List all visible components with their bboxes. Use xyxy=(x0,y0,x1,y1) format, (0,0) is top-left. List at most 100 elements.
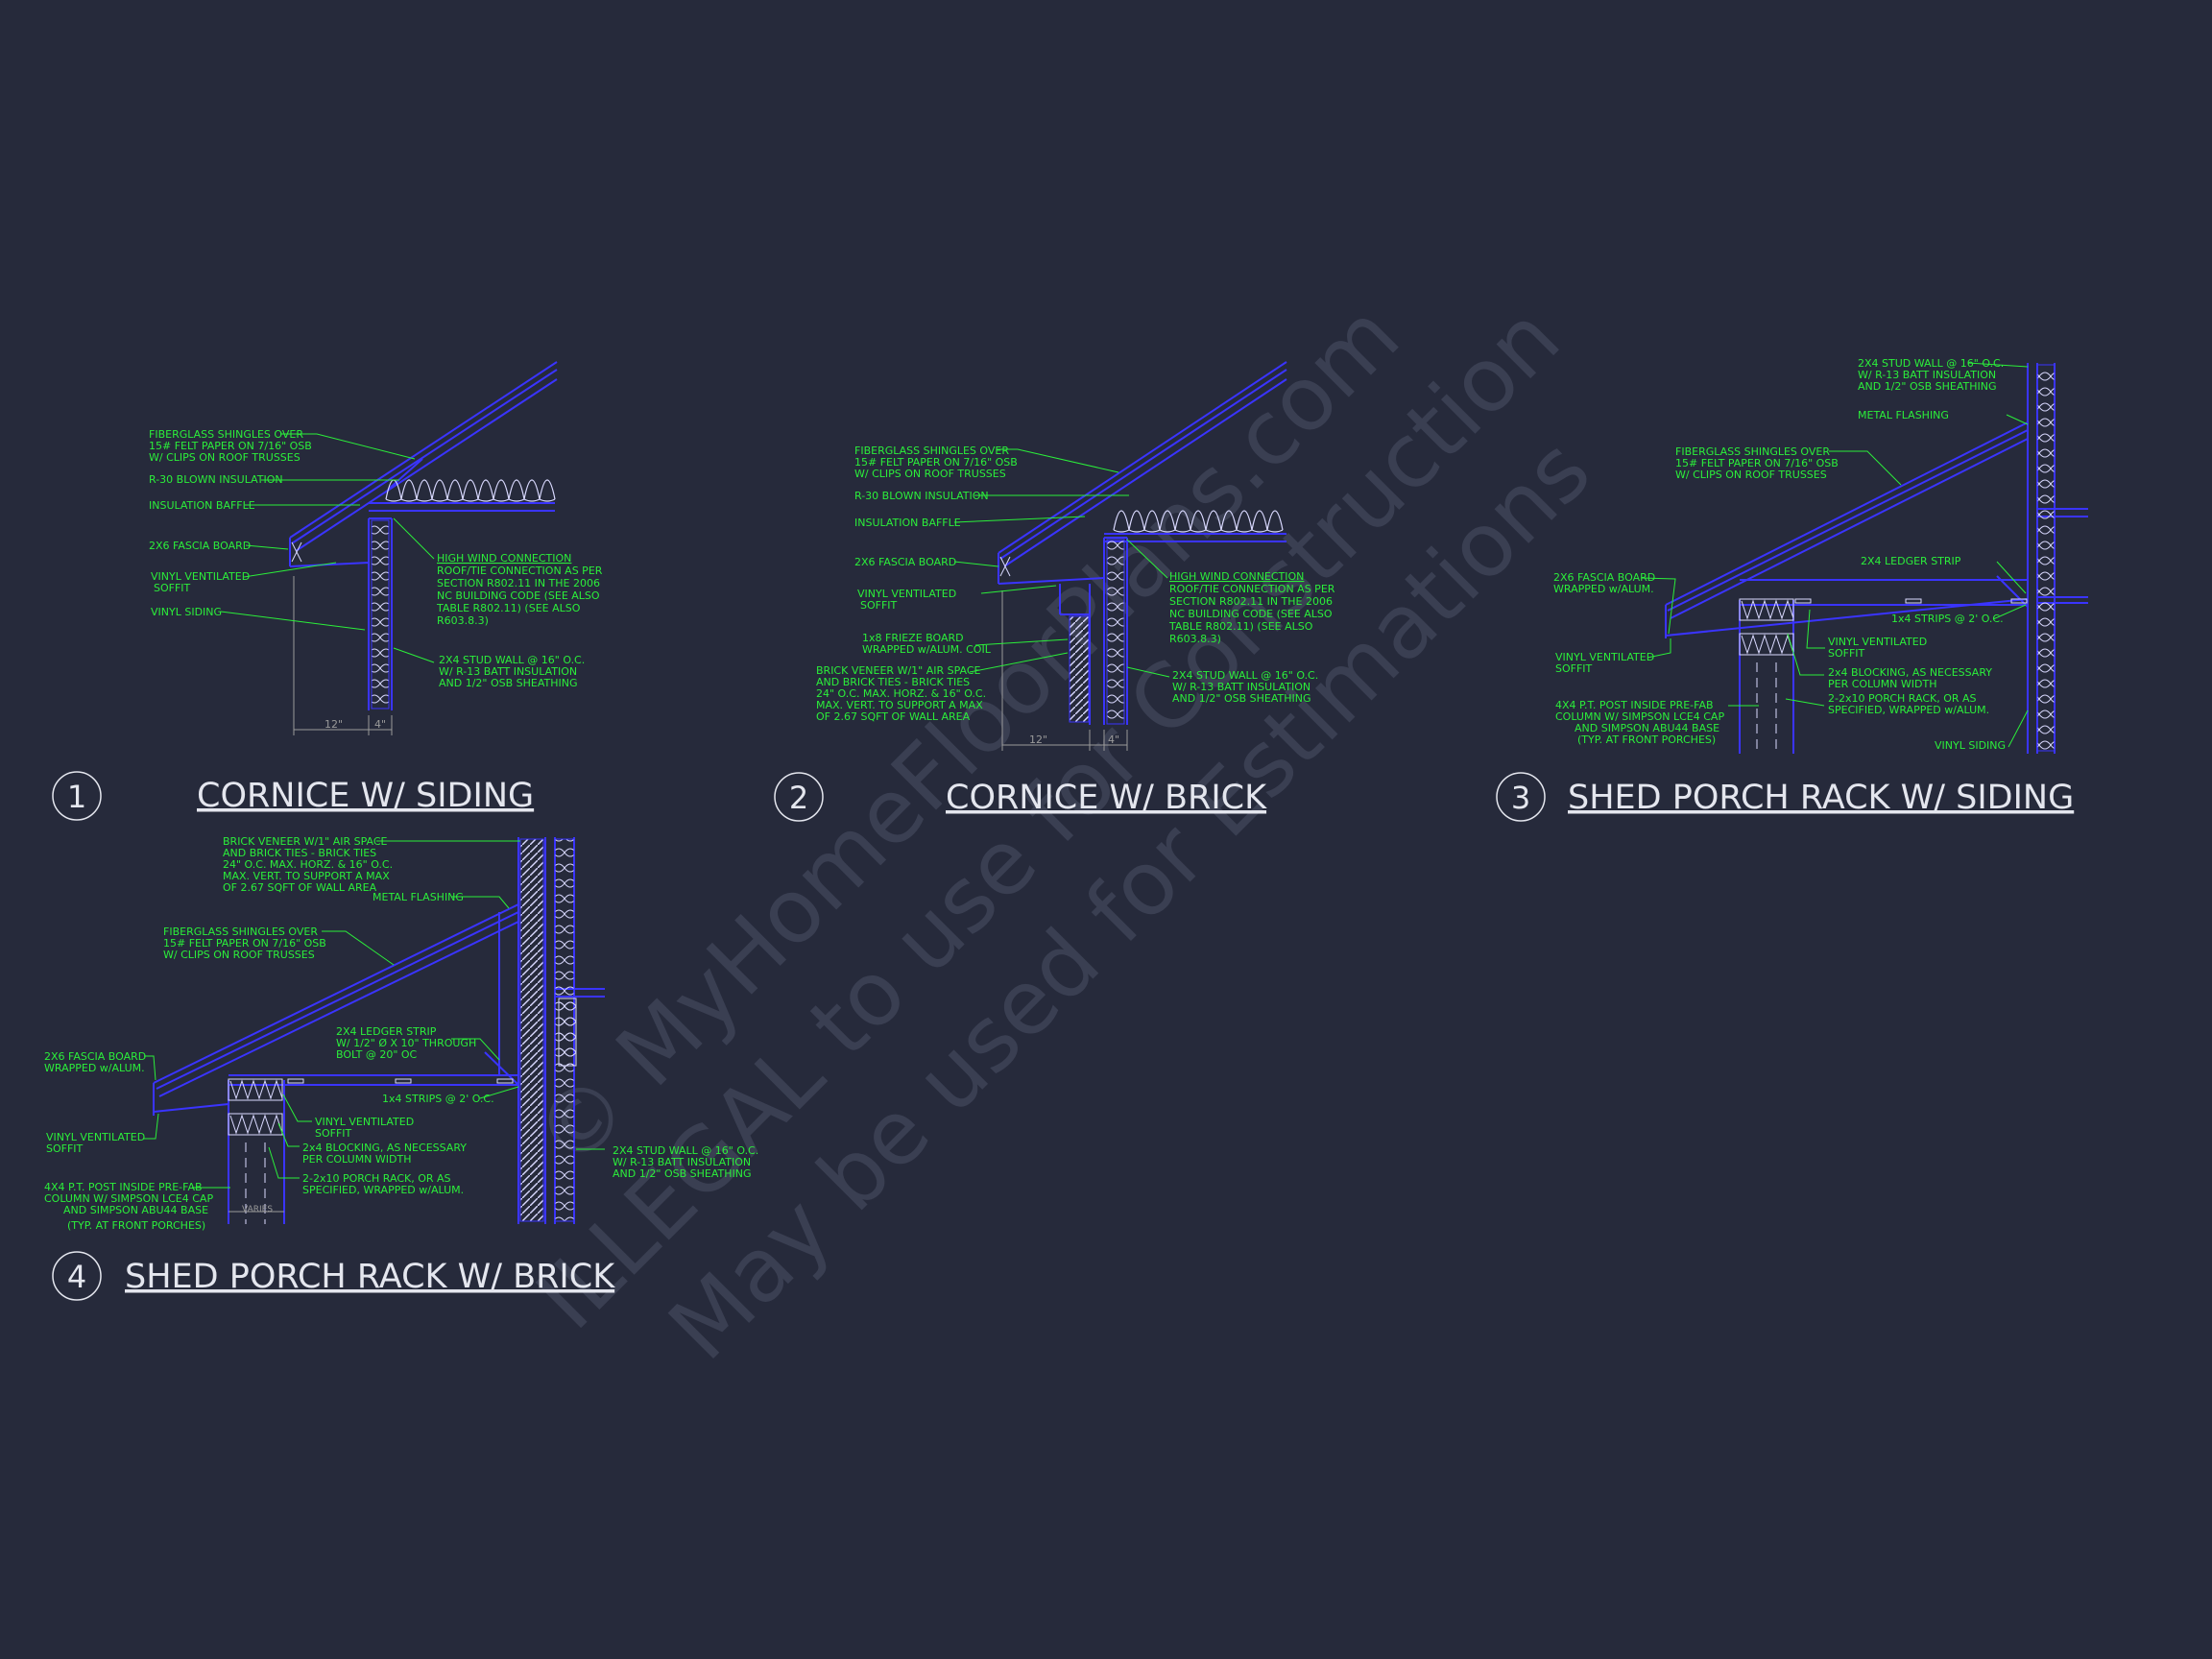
detail-4-title: SHED PORCH RACK W/ BRICK xyxy=(125,1258,615,1296)
detail-3-note-rack-1: 2-2x10 PORCH RACK, OR AS xyxy=(1828,692,1977,705)
detail-4-note-ledger-1: 2X4 LEDGER STRIP xyxy=(336,1025,437,1038)
detail-3-shed-porch-siding: 2X4 STUD WALL @ 16" O.C. W/ R-13 BATT IN… xyxy=(1496,357,2088,822)
detail-3-note-stud-1: 2X4 STUD WALL @ 16" O.C. xyxy=(1858,357,2004,370)
detail-3-note-stud-2: W/ R-13 BATT INSULATION xyxy=(1858,369,1996,381)
detail-2-note-shingles-3: W/ CLIPS ON ROOF TRUSSES xyxy=(854,468,1006,480)
detail-2-brick-veneer xyxy=(1069,615,1090,723)
detail-4-note-stud-1: 2X4 STUD WALL @ 16" O.C. xyxy=(613,1144,758,1157)
detail-3-note-soffit-left-1: VINYL VENTILATED xyxy=(1555,651,1654,663)
detail-4-note-brick-5: OF 2.67 SQFT OF WALL AREA xyxy=(223,881,377,894)
detail-2-note-baffle: INSULATION BAFFLE xyxy=(854,517,961,529)
detail-4-varies: VARIES xyxy=(242,1205,273,1214)
detail-3-note-post-1: 4X4 P.T. POST INSIDE PRE-FAB xyxy=(1555,699,1714,711)
detail-3-wall-studs xyxy=(2036,364,2056,752)
detail-2-wall-studs xyxy=(1106,539,1125,725)
detail-3-note-shingles-3: W/ CLIPS ON ROOF TRUSSES xyxy=(1675,469,1827,481)
detail-4-note-flashing: METAL FLASHING xyxy=(373,891,464,903)
detail-2-note-wind-4: NC BUILDING CODE (SEE ALSO xyxy=(1169,608,1333,620)
detail-1-note-siding: VINYL SIDING xyxy=(151,606,222,618)
detail-4-note-blocking-2: PER COLUMN WIDTH xyxy=(302,1153,412,1166)
detail-1-number-bubble xyxy=(52,771,102,821)
detail-4-strip-dashes xyxy=(287,1078,514,1084)
detail-4-note-post-1: 4X4 P.T. POST INSIDE PRE-FAB xyxy=(44,1181,203,1193)
detail-4-note-brick-4: MAX. VERT. TO SUPPORT A MAX xyxy=(223,870,390,882)
detail-2-note-brick-1: BRICK VENEER W/1" AIR SPACE xyxy=(816,664,981,677)
detail-4-brick-veneer xyxy=(519,838,544,1222)
detail-1-note-wind-5: TABLE R802.11) (SEE ALSO xyxy=(436,602,581,614)
detail-2-cornice-brick: 12" 4" FIBERGLASS SHINGLES OVER 15# FELT… xyxy=(774,361,1335,822)
detail-1-note-wind-2: ROOF/TIE CONNECTION AS PER xyxy=(437,565,603,577)
detail-1-ceiling-insulation xyxy=(385,479,556,502)
detail-3-number: 3 xyxy=(1511,780,1530,816)
detail-4-rack-blocks xyxy=(228,1078,283,1224)
detail-4-note-rack-1: 2-2x10 PORCH RACK, OR AS xyxy=(302,1172,451,1185)
detail-2-note-fascia: 2X6 FASCIA BOARD xyxy=(854,556,956,568)
detail-2-note-brick-4: MAX. VERT. TO SUPPORT A MAX xyxy=(816,699,983,711)
detail-1-note-wind-1: HIGH WIND CONNECTION xyxy=(437,552,571,565)
detail-3-note-fascia-1: 2X6 FASCIA BOARD xyxy=(1553,571,1655,584)
detail-4-note-soffit-right-1: VINYL VENTILATED xyxy=(315,1116,414,1128)
detail-1-note-stud-3: AND 1/2" OSB SHEATHING xyxy=(439,677,578,689)
detail-1-note-insulation: R-30 BLOWN INSULATION xyxy=(149,473,283,486)
detail-2-note-wind-2: ROOF/TIE CONNECTION AS PER xyxy=(1169,583,1335,595)
detail-2-note-wind-5: TABLE R802.11) (SEE ALSO xyxy=(1168,620,1313,633)
detail-1-note-shingles-2: 15# FELT PAPER ON 7/16" OSB xyxy=(149,440,312,452)
detail-3-note-blocking-2: PER COLUMN WIDTH xyxy=(1828,678,1937,690)
detail-4-note-shingles-3: W/ CLIPS ON ROOF TRUSSES xyxy=(163,949,315,961)
detail-4-leaders xyxy=(144,840,605,1189)
detail-2-note-frieze-2: WRAPPED w/ALUM. COIL xyxy=(862,643,992,656)
detail-3-note-siding: VINYL SIDING xyxy=(1935,739,2006,752)
detail-1-note-stud-1: 2X4 STUD WALL @ 16" O.C. xyxy=(439,654,585,666)
detail-2-note-shingles-2: 15# FELT PAPER ON 7/16" OSB xyxy=(854,456,1018,469)
detail-3-note-shingles-1: FIBERGLASS SHINGLES OVER xyxy=(1675,445,1830,458)
detail-4-note-soffit-right-2: SOFFIT xyxy=(315,1127,352,1140)
detail-2-note-stud-1: 2X4 STUD WALL @ 16" O.C. xyxy=(1172,669,1318,682)
detail-4-note-strips: 1x4 STRIPS @ 2' O.C. xyxy=(382,1093,494,1105)
detail-3-title: SHED PORCH RACK W/ SIDING xyxy=(1568,779,2074,817)
detail-4-note-fascia-2: WRAPPED w/ALUM. xyxy=(44,1062,145,1074)
detail-4-note-brick-1: BRICK VENEER W/1" AIR SPACE xyxy=(223,835,388,848)
watermark-line-2: ILLEGAL to use for Construction xyxy=(517,287,1579,1349)
detail-4-note-ledger-2: W/ 1/2" Ø X 10" THROUGH xyxy=(336,1037,476,1049)
detail-4-shed-porch-brick: VARIES BRICK VENEER W/1" AIR SPACE AND B… xyxy=(44,835,758,1301)
detail-2-ceiling-insulation xyxy=(1113,510,1284,533)
detail-3-note-flashing: METAL FLASHING xyxy=(1858,409,1949,421)
detail-3-note-post-3: AND SIMPSON ABU44 BASE xyxy=(1575,722,1719,734)
detail-3-note-post-2: COLUMN W/ SIMPSON LCE4 CAP xyxy=(1555,710,1724,723)
detail-3-note-soffit-left-2: SOFFIT xyxy=(1555,662,1593,675)
detail-2-note-brick-5: OF 2.67 SQFT OF WALL AREA xyxy=(816,710,971,723)
detail-1-note-shingles-3: W/ CLIPS ON ROOF TRUSSES xyxy=(149,451,301,464)
detail-2-linework xyxy=(998,361,1287,725)
detail-1-note-wind-3: SECTION R802.11 IN THE 2006 xyxy=(437,577,600,589)
detail-4-note-soffit-left-2: SOFFIT xyxy=(46,1142,84,1155)
detail-3-leaders xyxy=(1641,362,2029,748)
detail-2-dim-12: 12" xyxy=(1029,733,1047,746)
detail-3-linework xyxy=(1665,363,2088,754)
detail-3-note-post-4: (TYP. AT FRONT PORCHES) xyxy=(1577,733,1716,746)
detail-4-note-rack-2: SPECIFIED, WRAPPED w/ALUM. xyxy=(302,1184,464,1196)
detail-2-note-shingles-1: FIBERGLASS SHINGLES OVER xyxy=(854,445,1009,457)
detail-1-leaders xyxy=(220,433,435,663)
detail-1-dim-12: 12" xyxy=(325,718,343,731)
detail-3-note-soffit-right-2: SOFFIT xyxy=(1828,647,1865,660)
detail-1-linework xyxy=(289,361,558,710)
detail-2-note-wind-1: HIGH WIND CONNECTION xyxy=(1169,570,1304,583)
detail-1-note-stud-2: W/ R-13 BATT INSULATION xyxy=(439,665,577,678)
detail-4-note-post-3: AND SIMPSON ABU44 BASE xyxy=(63,1204,208,1216)
detail-2-fascia-x xyxy=(999,556,1011,577)
detail-2-number: 2 xyxy=(789,780,808,816)
detail-2-note-soffit-2: SOFFIT xyxy=(860,599,898,612)
detail-2-number-bubble xyxy=(774,772,824,822)
detail-2-note-wind-6: R603.8.3) xyxy=(1169,633,1221,645)
detail-2-dimension xyxy=(1001,590,1128,751)
detail-4-framed-column xyxy=(558,998,577,1067)
detail-4-note-shingles-2: 15# FELT PAPER ON 7/16" OSB xyxy=(163,937,326,950)
detail-4-number-bubble xyxy=(52,1251,102,1301)
detail-3-note-rack-2: SPECIFIED, WRAPPED w/ALUM. xyxy=(1828,704,1989,716)
detail-1-wall-studs xyxy=(371,519,390,709)
detail-4-note-fascia-1: 2X6 FASCIA BOARD xyxy=(44,1050,146,1063)
detail-4-note-shingles-1: FIBERGLASS SHINGLES OVER xyxy=(163,926,318,938)
detail-2-note-brick-2: AND BRICK TIES - BRICK TIES xyxy=(816,676,970,688)
detail-4-number: 4 xyxy=(67,1259,86,1295)
detail-3-note-shingles-2: 15# FELT PAPER ON 7/16" OSB xyxy=(1675,457,1839,469)
